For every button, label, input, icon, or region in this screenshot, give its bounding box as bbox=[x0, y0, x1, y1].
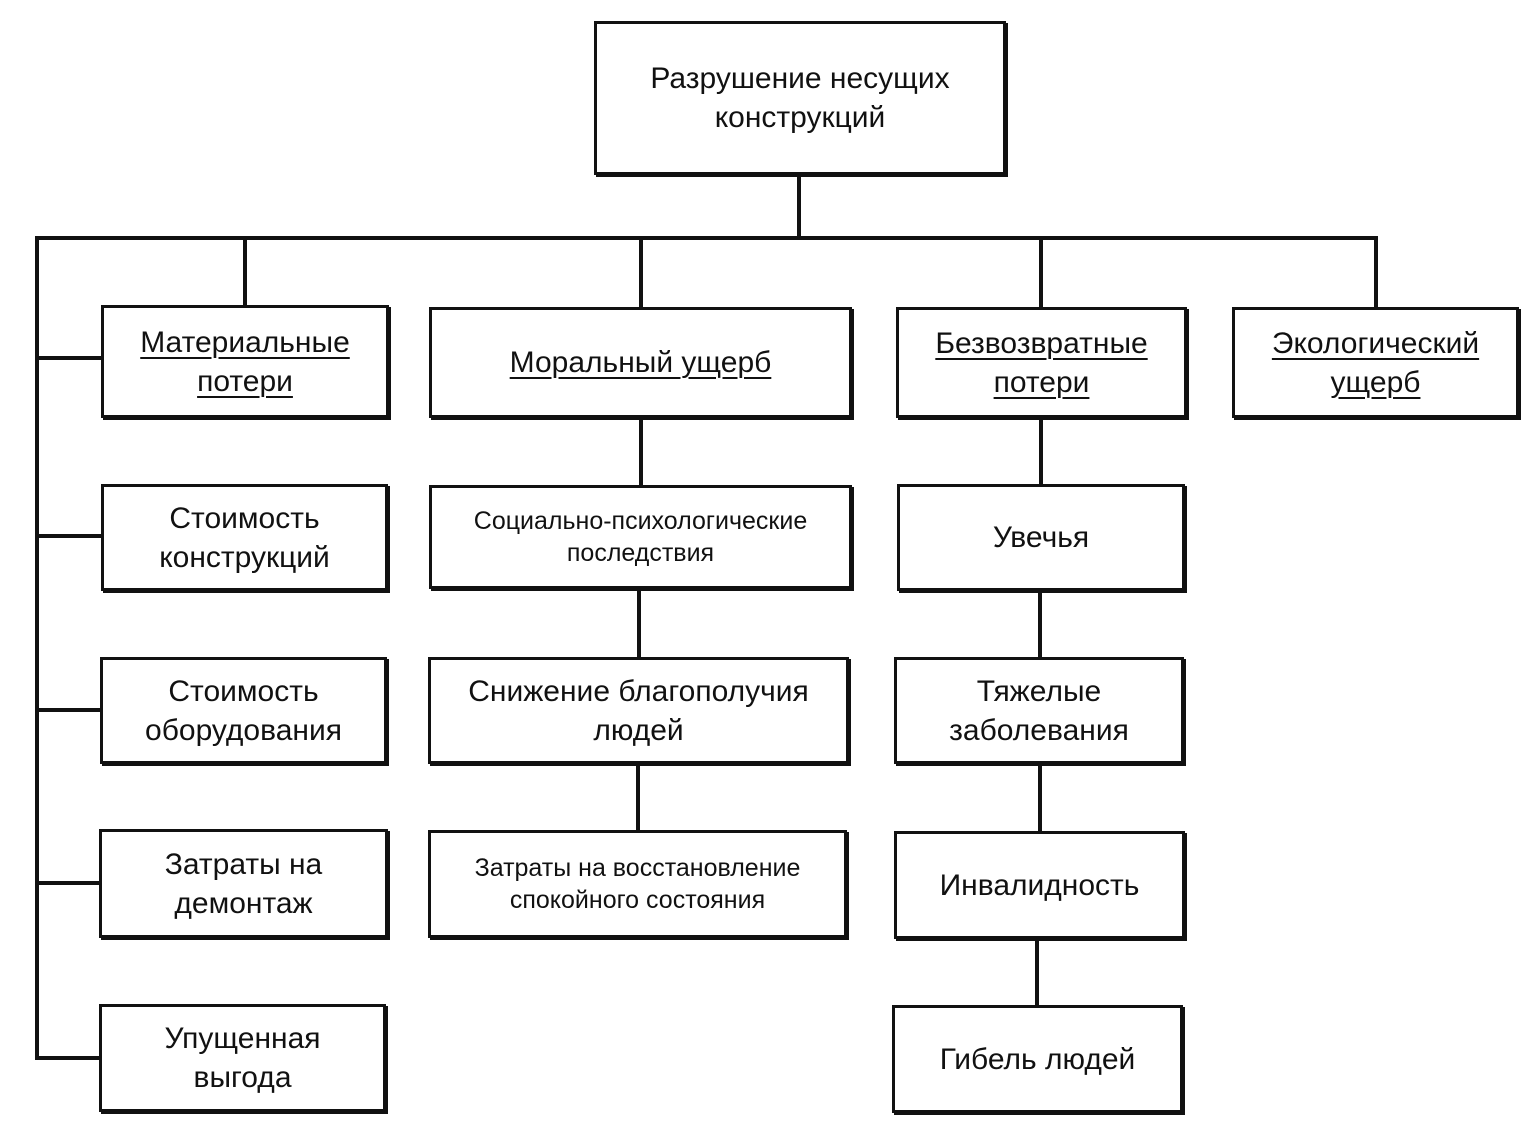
category-moral: Моральный ущерб bbox=[429, 307, 852, 418]
category-ecological-label: Экологический ущерб bbox=[1271, 326, 1480, 399]
material-item-label: Стоимость конструкций bbox=[159, 501, 330, 574]
material-item-label: Затраты на демонтаж bbox=[164, 847, 323, 920]
category-irreversible-label: Безвозвратные потери bbox=[935, 326, 1148, 399]
moral-item: Снижение благополучия людей bbox=[428, 657, 849, 764]
moral-item-label: Социально-психологические последствия bbox=[473, 506, 808, 568]
category-moral-label: Моральный ущерб bbox=[509, 346, 772, 379]
material-item: Упущенная выгода bbox=[99, 1004, 386, 1112]
irreversible-item-label: Гибель людей bbox=[939, 1042, 1136, 1076]
irreversible-item: Тяжелые заболевания bbox=[894, 657, 1184, 764]
category-material-label: Материальные потери bbox=[140, 325, 350, 398]
category-ecological: Экологический ущерб bbox=[1232, 307, 1519, 418]
category-material: Материальные потери bbox=[101, 305, 389, 418]
root-node-label: Разрушение несущих конструкций bbox=[650, 62, 950, 134]
irreversible-item-label: Тяжелые заболевания bbox=[949, 674, 1129, 747]
moral-item-label: Снижение благополучия людей bbox=[468, 674, 809, 747]
material-item-label: Стоимость оборудования bbox=[145, 674, 342, 747]
irreversible-item: Увечья bbox=[897, 484, 1185, 591]
material-item: Затраты на демонтаж bbox=[99, 829, 388, 938]
moral-item: Социально-психологические последствия bbox=[429, 485, 852, 589]
irreversible-item: Инвалидность bbox=[894, 831, 1185, 939]
material-item-label: Упущенная выгода bbox=[164, 1022, 321, 1094]
moral-item-label: Затраты на восстановление спокойного сос… bbox=[474, 853, 801, 915]
irreversible-item: Гибель людей bbox=[892, 1005, 1183, 1113]
moral-item: Затраты на восстановление спокойного сос… bbox=[428, 830, 847, 938]
material-item: Стоимость оборудования bbox=[100, 657, 387, 764]
category-irreversible: Безвозвратные потери bbox=[896, 307, 1187, 418]
root-node: Разрушение несущих конструкций bbox=[594, 21, 1006, 175]
material-item: Стоимость конструкций bbox=[101, 484, 388, 591]
irreversible-item-label: Инвалидность bbox=[939, 868, 1140, 902]
irreversible-item-label: Увечья bbox=[992, 521, 1090, 554]
